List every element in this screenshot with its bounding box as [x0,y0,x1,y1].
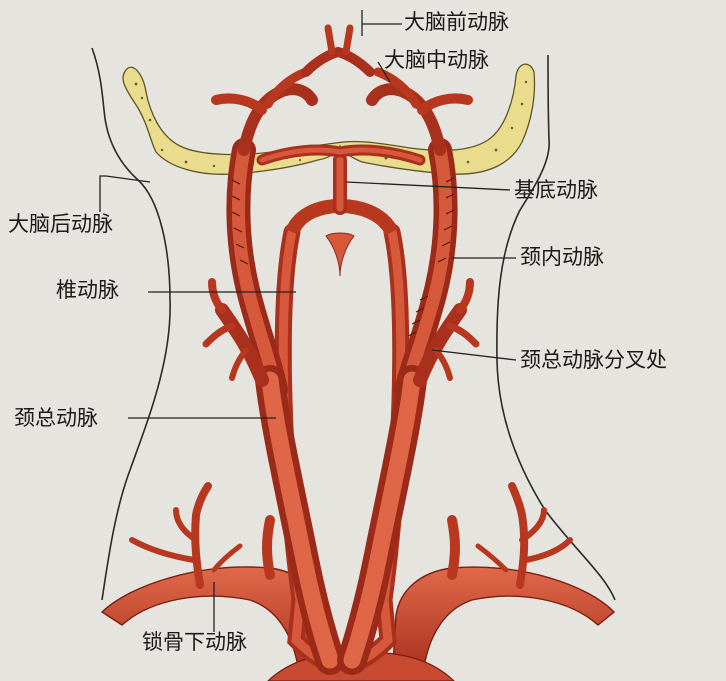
label-middle-cerebral-artery: 大脑中动脉 [384,48,489,72]
anterior-cerebral-artery [301,24,375,77]
leader-posterior-cerebral [99,175,151,212]
leader-basilar [345,181,511,191]
skull-base-bone [122,63,536,175]
neck-outline [91,47,616,601]
leader-lines [99,10,517,632]
leader-carotid-bifurcation [431,349,517,361]
label-basilar-artery: 基底动脉 [514,178,598,202]
middle-cerebral-artery [211,67,473,156]
label-common-carotid-artery: 颈总动脉 [14,406,98,430]
posterior-cerebral-artery [256,144,426,166]
leader-anterior-cerebral [361,10,402,36]
label-posterior-cerebral-artery: 大脑后动脉 [8,212,113,236]
label-vertebral-artery: 椎动脉 [56,278,119,302]
label-internal-carotid-artery: 颈内动脉 [520,245,604,269]
label-anterior-cerebral-artery: 大脑前动脉 [404,10,509,34]
label-carotid-bifurcation: 颈总动脉分叉处 [520,348,667,372]
external-carotid-branches [202,278,480,387]
common-carotid-artery [255,365,427,675]
leader-middle-cerebral [377,61,391,83]
label-subclavian-artery: 锁骨下动脉 [142,630,247,654]
subclavian-branches [129,482,573,589]
